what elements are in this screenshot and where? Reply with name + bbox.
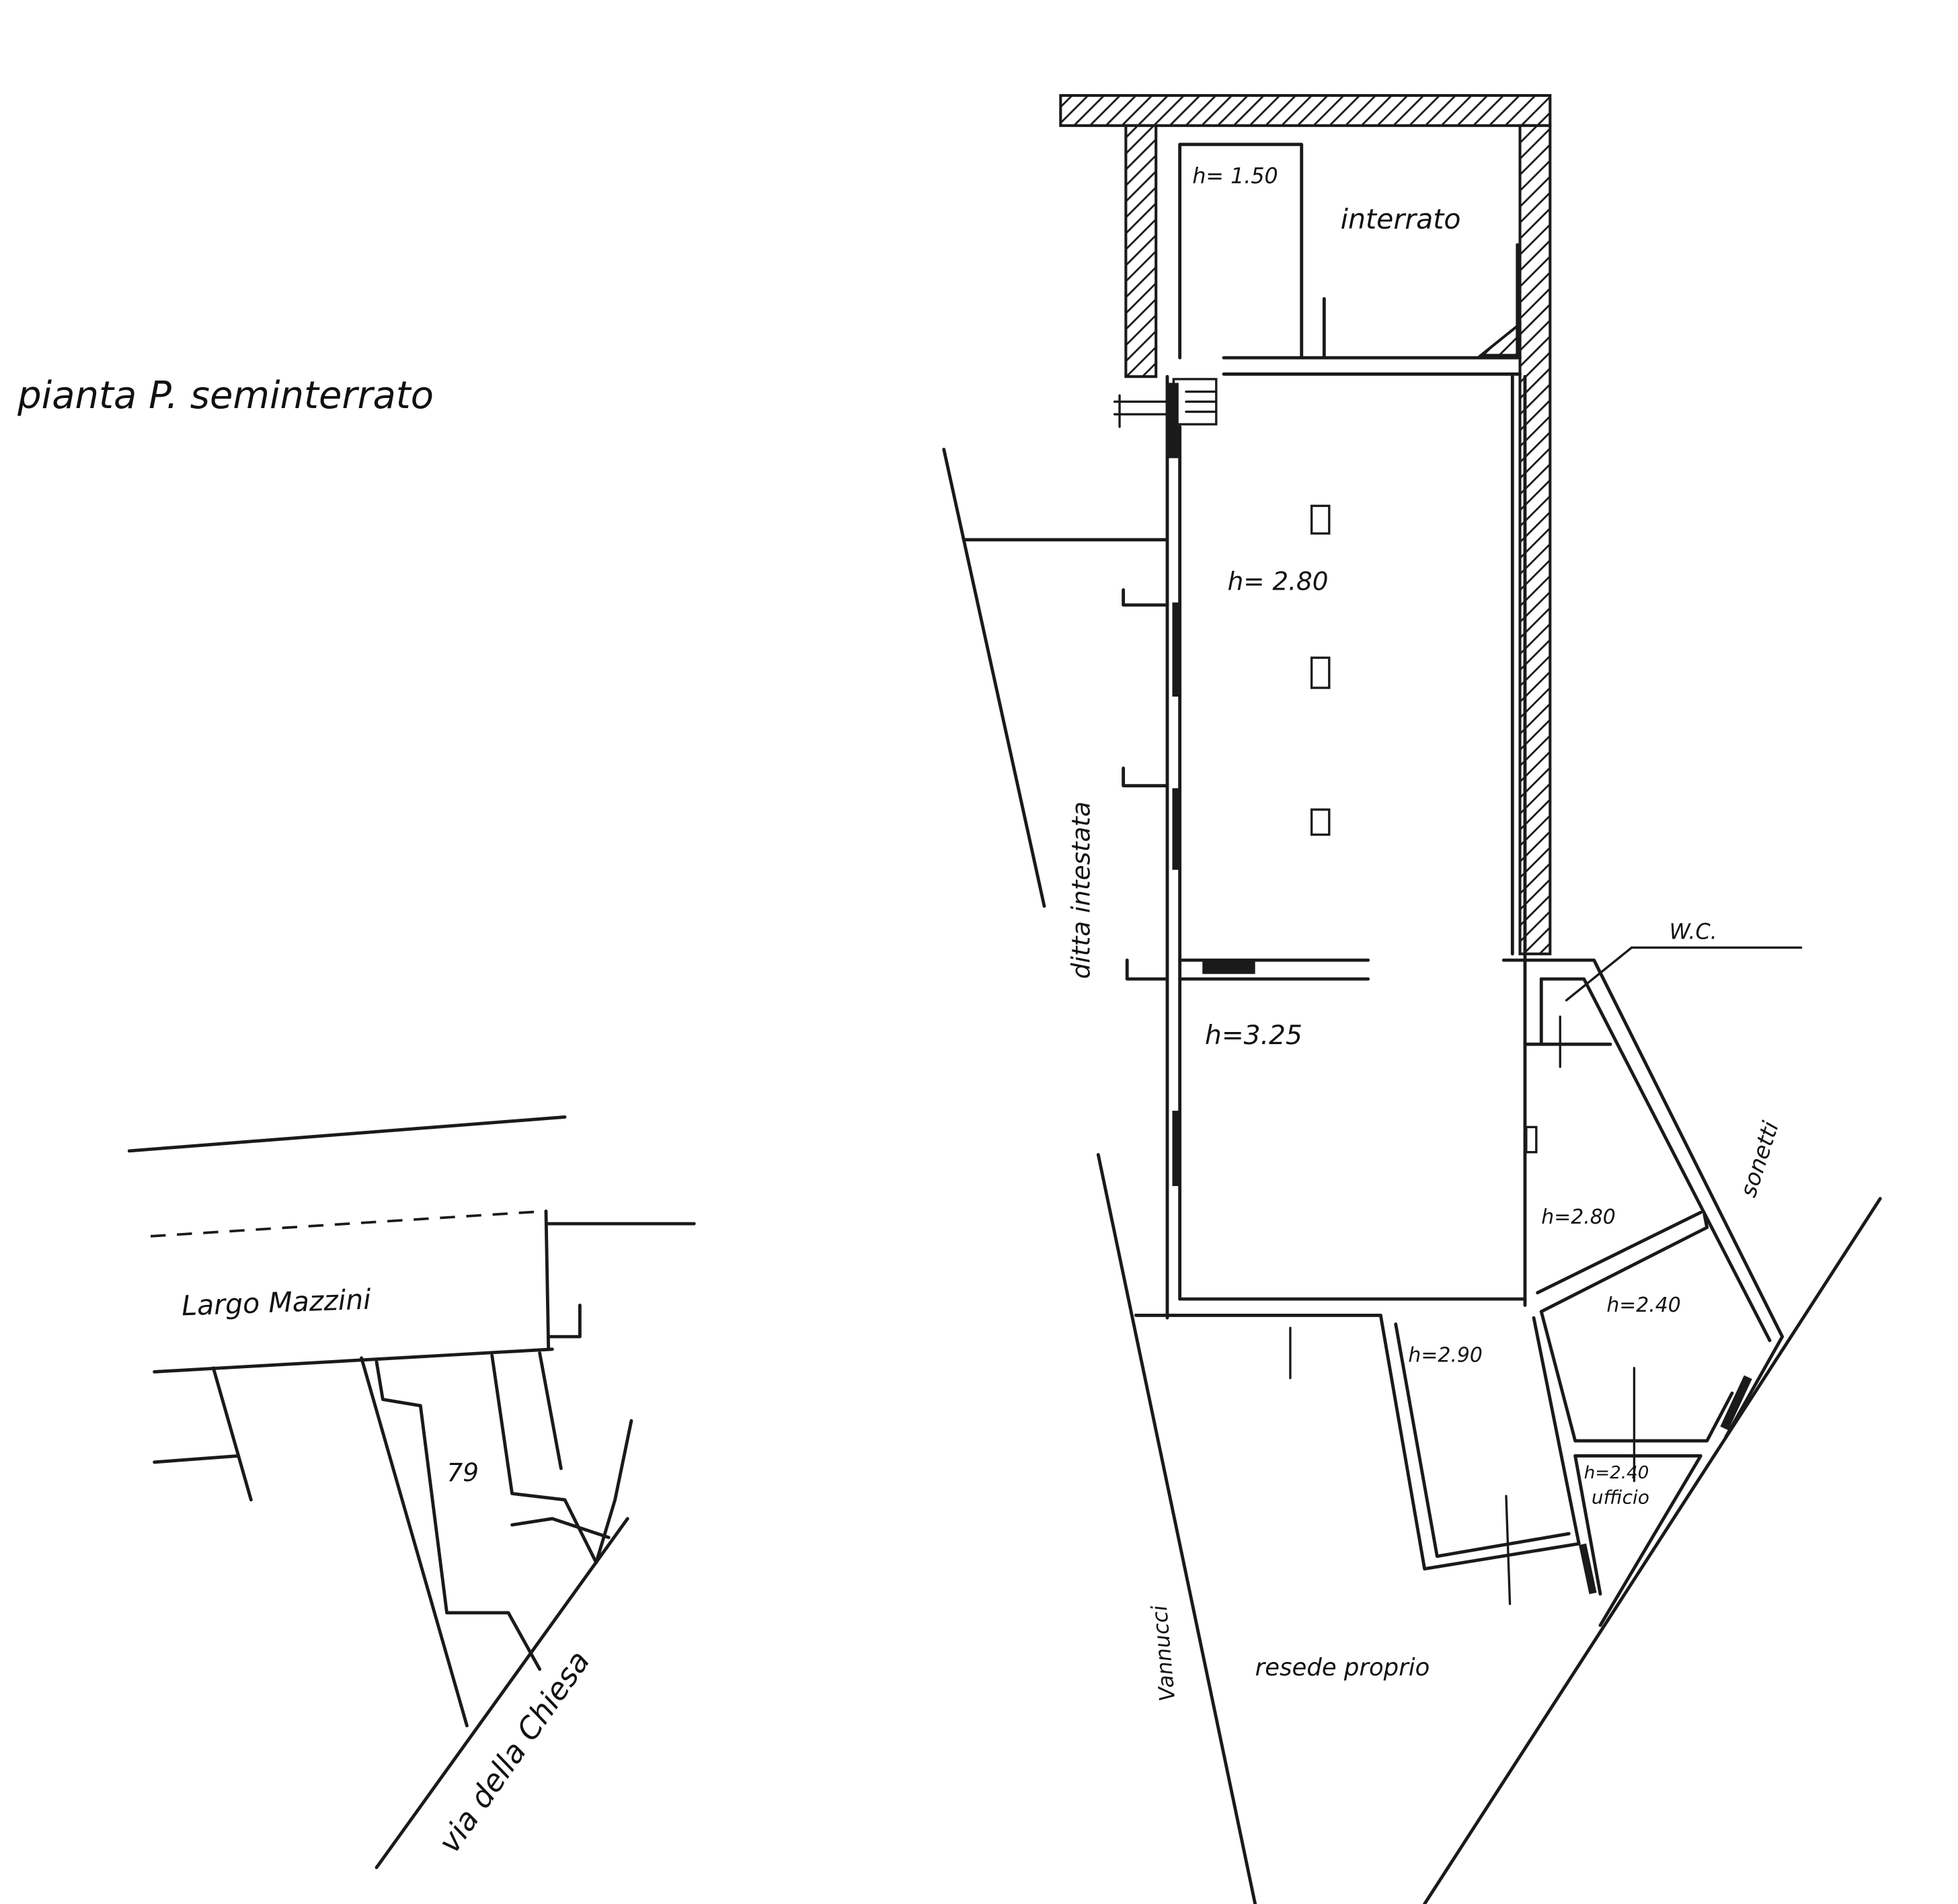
- right-wing-walls: [1501, 946, 1803, 1627]
- hatched-retaining-wall: [1059, 93, 1552, 955]
- basement-rooms: [1178, 143, 1522, 376]
- staircase: [1113, 378, 1218, 459]
- label-h290: h=2.90: [1408, 1343, 1482, 1367]
- label-sonetti: sonetti: [1735, 1118, 1784, 1201]
- label-resede-proprio: resede proprio: [1255, 1654, 1430, 1681]
- label-h150: h= 1.50: [1192, 165, 1278, 189]
- label-ufficio: ufficio: [1592, 1486, 1649, 1508]
- label-wc: W.C.: [1670, 920, 1717, 944]
- label-h325: h=3.25: [1205, 1021, 1302, 1051]
- main-hall-walls: [1122, 374, 1527, 1380]
- location-map: [127, 1115, 696, 1870]
- label-vannucci: Vannucci: [1148, 1604, 1180, 1702]
- label-parcel-79: 79: [447, 1458, 479, 1487]
- label-largo-mazzini: Largo Mazzini: [181, 1283, 372, 1322]
- label-h240-office: h=2.40: [1584, 1463, 1649, 1483]
- plan-title: pianta P. seminterrato: [17, 374, 434, 418]
- label-h280-side: h=2.80: [1541, 1205, 1615, 1229]
- room-290-walls: [1378, 1313, 1581, 1605]
- label-interrato: interrato: [1341, 203, 1461, 235]
- boundary-lines: [942, 447, 1882, 1904]
- label-h240: h=2.40: [1606, 1294, 1680, 1317]
- label-ditta-intestata: ditta intestata: [1066, 801, 1095, 979]
- label-h280-main: h= 2.80: [1228, 566, 1329, 596]
